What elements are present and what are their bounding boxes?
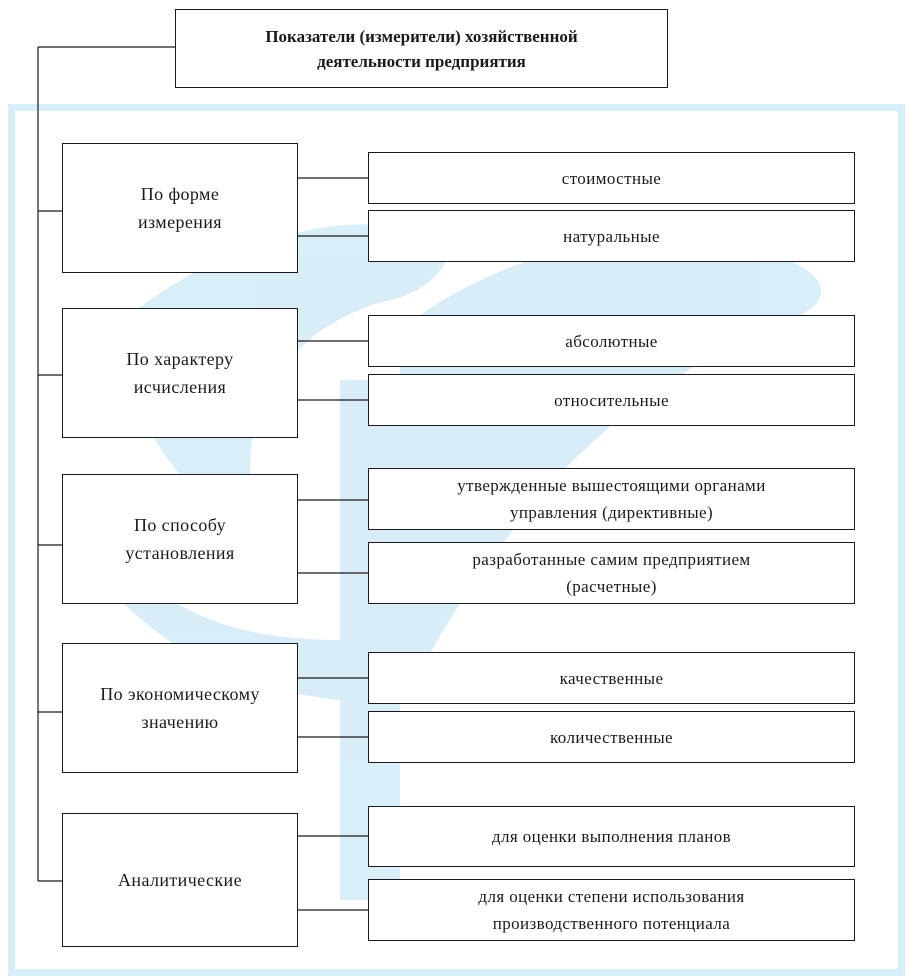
item-box: количественные	[368, 711, 855, 763]
item-box: для оценки выполнения планов	[368, 806, 855, 867]
category-label: По экономическому значению	[100, 684, 260, 732]
item-label: натуральные	[563, 226, 660, 246]
item-label: для оценки выполнения планов	[491, 827, 732, 846]
category-label: Аналитические	[118, 870, 242, 890]
item-box: натуральные	[368, 210, 855, 262]
item-label: стоимостные	[561, 168, 662, 188]
item-box: абсолютные	[368, 315, 855, 367]
category-label: По форме измерения	[137, 184, 222, 232]
item-label: для оценки степени использования произво…	[478, 887, 745, 933]
item-box: утвержденные вышестоящими органами управ…	[368, 468, 855, 530]
item-box: стоимостные	[368, 152, 855, 204]
diagram-title: Показатели (измерители) хозяйственной де…	[265, 26, 578, 71]
item-label: разработанные самим предприятием (расчет…	[472, 550, 751, 596]
item-label: относительные	[554, 390, 669, 410]
category-box-calculation-type: По характеру исчисления	[62, 308, 298, 438]
item-label: качественные	[559, 668, 664, 688]
category-box-establishment-method: По способу установления	[62, 474, 298, 604]
category-box-economic-meaning: По экономическому значению	[62, 643, 298, 773]
category-box-analytical: Аналитические	[62, 813, 298, 947]
item-label: абсолютные	[565, 331, 658, 351]
item-box: разработанные самим предприятием (расчет…	[368, 542, 855, 604]
category-label: По способу установления	[125, 515, 235, 563]
item-label: количественные	[550, 727, 673, 747]
item-label: утвержденные вышестоящими органами управ…	[457, 476, 766, 522]
item-box: для оценки степени использования произво…	[368, 879, 855, 941]
category-label: По характеру исчисления	[126, 349, 234, 397]
item-box: качественные	[368, 652, 855, 704]
diagram-title-box: Показатели (измерители) хозяйственной де…	[175, 9, 668, 88]
category-box-measurement-form: По форме измерения	[62, 143, 298, 273]
item-box: относительные	[368, 374, 855, 426]
